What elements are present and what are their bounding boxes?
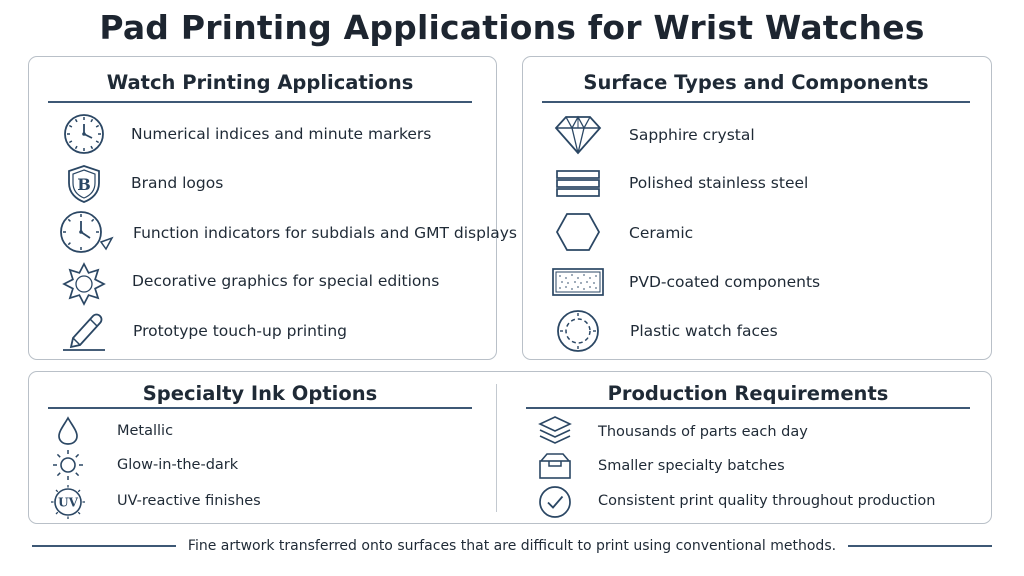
surface-item-label: Sapphire crystal bbox=[629, 126, 755, 144]
watch-dial-icon bbox=[60, 112, 108, 156]
hexagon-icon bbox=[554, 210, 602, 254]
footer-rule-left bbox=[32, 545, 194, 547]
steel-layers-icon bbox=[552, 166, 604, 200]
watch-printing-panel bbox=[28, 56, 497, 360]
production-label: Smaller specialty batches bbox=[598, 458, 785, 474]
subdial-gmt-icon bbox=[56, 208, 116, 256]
surface-types-title: Surface Types and Components bbox=[583, 71, 929, 94]
surface-types-panel bbox=[522, 56, 992, 360]
watch-item-label: Numerical indices and minute markers bbox=[131, 125, 432, 143]
watch-printing-title: Watch Printing Applications bbox=[106, 71, 414, 94]
production-rule bbox=[526, 407, 970, 409]
stack-layers-icon bbox=[536, 414, 574, 448]
specialty-ink-rule bbox=[48, 407, 472, 409]
surface-item-label: Ceramic bbox=[629, 224, 694, 242]
footer-caption: Fine artwork transferred onto surfaces t… bbox=[0, 538, 1024, 554]
watch-item-label: Decorative graphics for special editions bbox=[132, 272, 440, 290]
watch-item-label: Function indicators for subdials and GMT… bbox=[133, 224, 517, 242]
svg-text:B: B bbox=[77, 175, 91, 194]
uv-badge-icon: UV bbox=[48, 484, 88, 520]
watch-item-label: Brand logos bbox=[131, 174, 224, 192]
page-title: Pad Printing Applications for Wrist Watc… bbox=[99, 8, 925, 47]
footer-rule-right bbox=[842, 545, 992, 547]
surface-item-label: PVD-coated components bbox=[629, 273, 821, 291]
production-title: Production Requirements bbox=[607, 382, 889, 405]
specialty-ink-title: Specialty Ink Options bbox=[142, 382, 378, 405]
footer-caption-text: Fine artwork transferred onto surfaces t… bbox=[175, 538, 849, 554]
check-circle-icon bbox=[536, 484, 574, 520]
surface-item-label: Polished stainless steel bbox=[629, 174, 809, 192]
tray-box-icon bbox=[536, 450, 574, 482]
surface-item-label: Plastic watch faces bbox=[630, 322, 778, 340]
watch-item-label: Prototype touch-up printing bbox=[133, 322, 348, 340]
star-emblem-icon bbox=[60, 260, 108, 308]
brand-shield-icon: B bbox=[62, 162, 106, 206]
droplet-icon bbox=[54, 415, 82, 447]
specialty-ink-label: Glow-in-the-dark bbox=[117, 457, 239, 473]
specialty-ink-label: Metallic bbox=[117, 423, 174, 439]
specialty-ink-label: UV-reactive finishes bbox=[117, 493, 261, 509]
production-label: Thousands of parts each day bbox=[598, 424, 808, 440]
production-label: Consistent print quality throughout prod… bbox=[598, 493, 936, 509]
glow-sun-icon bbox=[50, 448, 86, 482]
pen-icon bbox=[58, 308, 110, 352]
section-divider bbox=[496, 384, 498, 512]
diamond-icon bbox=[552, 112, 604, 156]
bottom-panel bbox=[28, 371, 992, 524]
surface-types-rule bbox=[542, 101, 970, 103]
watch-printing-rule bbox=[48, 101, 472, 103]
dotted-face-icon bbox=[554, 308, 602, 354]
coated-panel-icon bbox=[550, 266, 606, 298]
svg-text:UV: UV bbox=[58, 496, 78, 510]
